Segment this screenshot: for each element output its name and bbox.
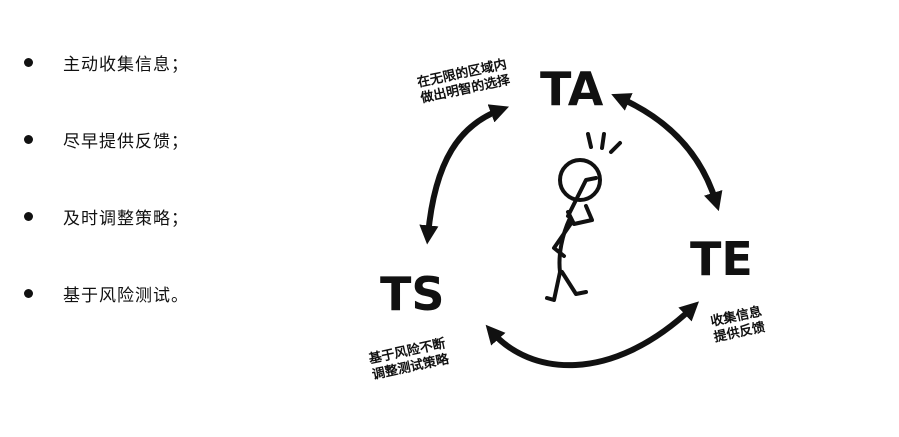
bullet-dot — [24, 288, 33, 298]
bullet-text: 及时调整策略； — [63, 208, 189, 229]
node-ts-label: TS — [380, 267, 445, 321]
arrow-ta-te — [611, 93, 723, 212]
bullet-dot — [24, 134, 33, 144]
bullet-text: 主动收集信息； — [63, 54, 189, 75]
ta-note: 在无限的区域内 做出明智的选择 — [416, 56, 513, 106]
thinking-person-icon — [545, 132, 622, 302]
bullet-item: 主动收集信息； — [24, 50, 189, 75]
bullet-dot — [24, 211, 33, 221]
ts-note: 基于风险不断 调整测试策略 — [366, 335, 451, 383]
bullet-text: 尽早提供反馈； — [63, 131, 189, 152]
bullet-item: 及时调整策略； — [24, 204, 189, 229]
bullet-item: 基于风险测试。 — [24, 281, 189, 306]
bullet-text: 基于风险测试。 — [63, 285, 189, 306]
node-te-label: TE — [690, 232, 753, 286]
cycle-diagram: TA TE TS 在无限的区域内 做出明智的选择 收集信息 提供反馈 基于风险不… — [366, 56, 767, 383]
te-note: 收集信息 提供反馈 — [709, 303, 767, 345]
bullet-item: 尽早提供反馈； — [24, 127, 189, 152]
arrow-ta-ts — [419, 104, 509, 245]
bullet-dot — [24, 57, 33, 67]
node-ta-label: TA — [540, 62, 604, 116]
bullet-list: 主动收集信息； 尽早提供反馈； 及时调整策略； 基于风险测试。 — [24, 50, 189, 358]
arrow-ts-te — [485, 301, 700, 368]
